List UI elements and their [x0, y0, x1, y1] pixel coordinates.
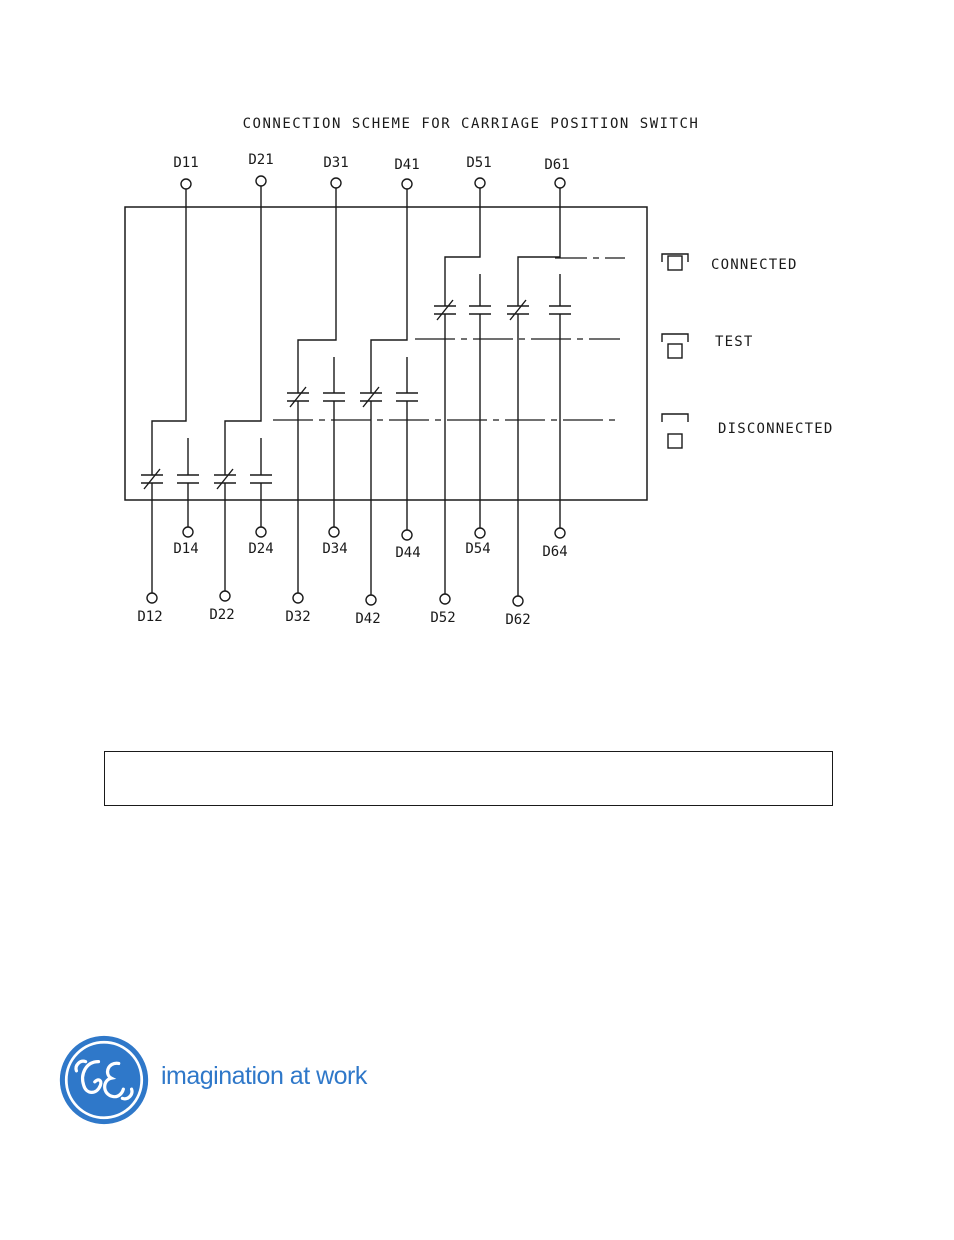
top-terminal	[402, 179, 412, 189]
terminal-label: D32	[285, 609, 310, 625]
terminal-label: D22	[209, 607, 234, 623]
wiring	[152, 186, 560, 596]
top-terminal	[555, 178, 565, 188]
terminal-label: D21	[248, 152, 273, 168]
mid-terminal	[183, 527, 193, 537]
terminal-label: D42	[355, 611, 380, 627]
terminal-label: D52	[430, 610, 455, 626]
terminal-label: D44	[395, 545, 420, 561]
feed-wire	[298, 188, 336, 393]
bottom-terminal	[440, 594, 450, 604]
mid-terminal	[256, 527, 266, 537]
top-terminal	[331, 178, 341, 188]
switch-enclosure	[125, 207, 647, 500]
mid-terminal	[475, 528, 485, 538]
bottom-terminal	[366, 595, 376, 605]
terminal-label: D62	[505, 612, 530, 628]
feed-wire	[152, 189, 186, 475]
note-box	[104, 751, 833, 806]
test-position-icon	[662, 334, 688, 358]
top-terminal	[181, 179, 191, 189]
top-terminal	[256, 176, 266, 186]
feed-wire	[371, 189, 407, 393]
mid-terminal	[555, 528, 565, 538]
terminal-label: D51	[466, 155, 491, 171]
feed-wire	[225, 186, 261, 475]
terminals	[147, 176, 565, 606]
tagline: imagination at work	[161, 1062, 367, 1091]
bottom-terminal	[220, 591, 230, 601]
terminal-label: D64	[542, 544, 567, 560]
terminal-label: D11	[173, 155, 198, 171]
disconnected-position-icon	[662, 414, 688, 448]
terminal-label: D61	[544, 157, 569, 173]
terminal-label: D31	[323, 155, 348, 171]
bottom-terminal	[147, 593, 157, 603]
bottom-terminal	[293, 593, 303, 603]
diagram-title: CONNECTION SCHEME FOR CARRIAGE POSITION …	[243, 116, 700, 132]
ge-monogram-logo	[56, 1034, 152, 1126]
bottom-terminal	[513, 596, 523, 606]
terminal-label: D54	[465, 541, 490, 557]
terminal-labels: D11 D21 D31 D41 D51 D61 D14 D24 D34 D44 …	[137, 152, 569, 628]
feed-wire	[518, 188, 560, 306]
terminal-label: D34	[322, 541, 347, 557]
terminal-label: D12	[137, 609, 162, 625]
feed-wire	[445, 188, 480, 306]
position-label-disconnected: DISCONNECTED	[718, 421, 834, 437]
top-terminal	[475, 178, 485, 188]
terminal-label: D24	[248, 541, 273, 557]
mid-terminal	[329, 527, 339, 537]
contacts	[141, 300, 571, 489]
position-label-test: TEST	[715, 334, 754, 350]
connected-position-icon	[662, 254, 688, 270]
mid-terminal	[402, 530, 412, 540]
position-label-connected: CONNECTED	[711, 257, 798, 273]
terminal-label: D14	[173, 541, 198, 557]
terminal-label: D41	[394, 157, 419, 173]
